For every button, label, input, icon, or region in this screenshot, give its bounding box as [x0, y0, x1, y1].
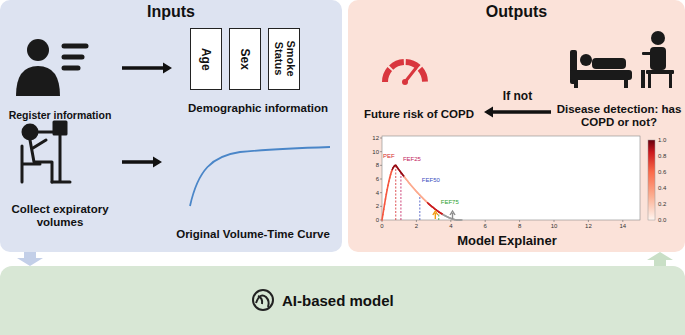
- axis-tick-label: 8: [518, 223, 521, 229]
- input-item: Collect expiratory volumes: [2, 118, 118, 230]
- axis-tick-label: 6: [484, 223, 487, 229]
- axis-tick-label: 0.8: [658, 153, 666, 159]
- curve-marker-label: FEF50: [422, 177, 440, 183]
- model-band: AI-based model: [0, 266, 685, 335]
- axis-tick-label: 0.2: [658, 201, 666, 207]
- demographic-group: Demographic information Age Sex Smoke Statu…: [176, 24, 340, 116]
- axis-tick-label: 2: [376, 203, 379, 209]
- curve-marker-label: PEF: [383, 153, 395, 159]
- item-caption: Future risk of COPD: [358, 108, 480, 121]
- box-label: Sex: [239, 32, 252, 86]
- axis-tick-label: 14: [619, 223, 626, 229]
- item-caption: Disease detection: has COPD or not?: [555, 103, 683, 129]
- axis-tick-label: 4: [449, 223, 452, 229]
- curve-item: Original Volume-Time Curve: [166, 132, 340, 242]
- item-caption: Model Explainer: [362, 234, 652, 249]
- axis-tick-label: 1.0: [658, 137, 666, 143]
- demographic-box: Sex: [229, 28, 261, 90]
- axis-tick-label: 12: [585, 223, 592, 229]
- panel-title: Inputs: [0, 0, 342, 21]
- chart-item: Model Explainer: [362, 126, 652, 250]
- curve-marker-label: FEF75: [441, 199, 459, 205]
- axis-tick-label: 10: [551, 223, 558, 229]
- item-caption: Collect expiratory volumes: [2, 203, 118, 229]
- axis-tick-label: 0: [380, 223, 383, 229]
- axis-tick-label: 10: [372, 149, 379, 155]
- demographic-box: Smoke Status: [268, 28, 300, 90]
- panel-title: Outputs: [348, 0, 685, 21]
- axis-tick-label: 0.4: [658, 185, 666, 191]
- output-item: Disease detection: has COPD or not?: [555, 22, 683, 130]
- output-panel: OutputsFuture risk of COPD Disease detect…: [348, 0, 685, 252]
- arrow-connector: [647, 252, 673, 266]
- axis-tick-label: 2: [415, 223, 418, 229]
- output-item: Future risk of COPD: [358, 34, 480, 122]
- box-label: Age: [200, 32, 213, 86]
- axis-tick-label: 4: [376, 190, 379, 196]
- axis-tick-label: 12: [372, 135, 379, 141]
- box-label: Smoke Status: [272, 32, 295, 86]
- input-item: Register information: [2, 32, 118, 122]
- axis-tick-label: 0.0: [658, 217, 666, 223]
- band-title: AI-based model: [282, 292, 394, 309]
- axis-tick-label: 0: [376, 217, 379, 223]
- item-caption: Register information: [2, 109, 118, 121]
- edge-label: If not: [501, 90, 534, 103]
- demographic-box: Age: [190, 28, 222, 90]
- curve-marker-label: FEF25: [403, 156, 421, 162]
- arrow-connector: [17, 252, 43, 266]
- axis-tick-label: 8: [376, 162, 379, 168]
- axis-tick-label: 6: [376, 176, 379, 182]
- item-caption: Demographic information: [176, 102, 340, 115]
- item-caption: Original Volume-Time Curve: [166, 228, 340, 241]
- input-panel: InputsRegister information Demographic in…: [0, 0, 342, 252]
- axis-tick-label: 0.6: [658, 169, 666, 175]
